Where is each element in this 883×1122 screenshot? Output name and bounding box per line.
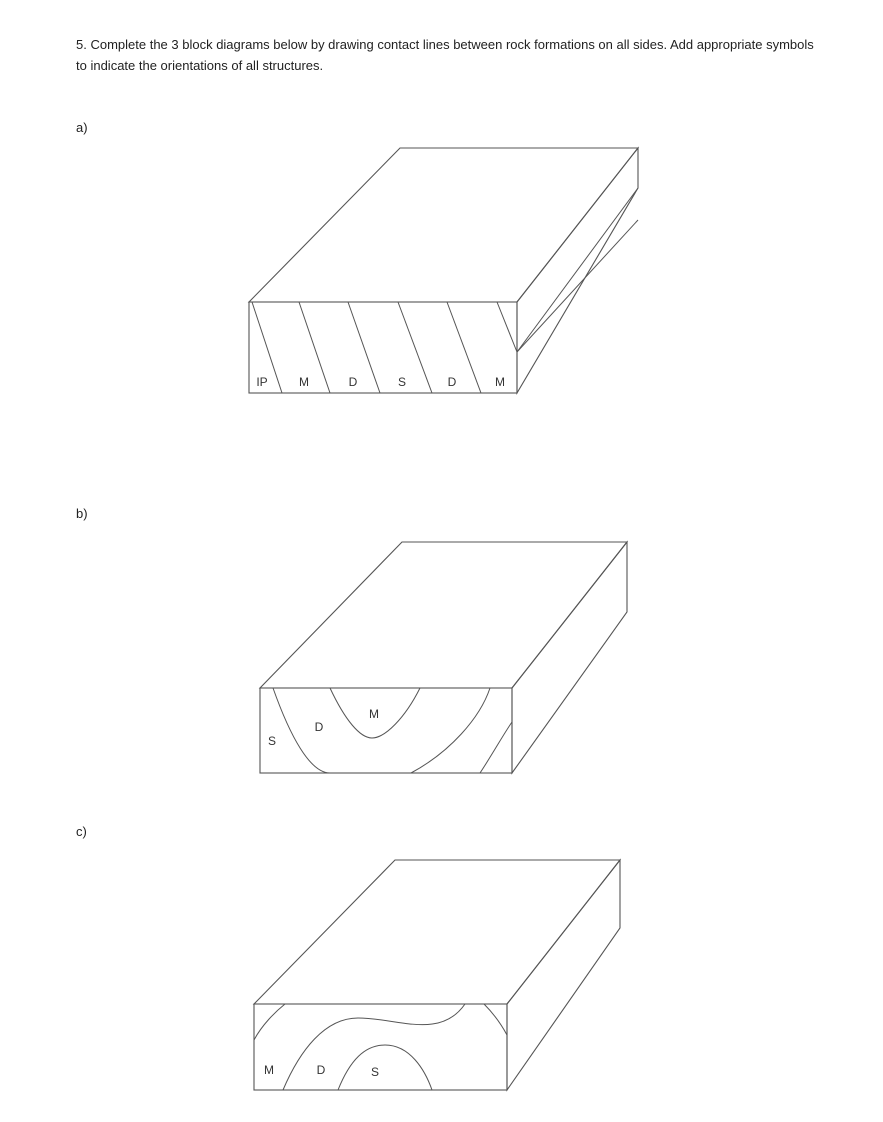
block-a-front-face	[248, 301, 518, 394]
block-a-side-contact-upper	[516, 187, 639, 353]
block-b-outer-contact-corner	[479, 721, 513, 774]
block-a-unit-label: S	[398, 375, 406, 389]
block-a-contact-2	[298, 301, 331, 394]
block-b-unit-label: D	[315, 720, 324, 734]
block-a-unit-label: M	[299, 375, 309, 389]
part-b-label: b)	[76, 506, 88, 521]
block-b-unit-label: S	[268, 734, 276, 748]
block-a-top-face	[247, 147, 640, 303]
block-diagram-c: M D S	[252, 858, 622, 1092]
block-b-outer-contact-left	[272, 687, 331, 774]
part-a-label: a)	[76, 120, 88, 135]
block-diagram-a: IP M D S D M	[247, 146, 640, 396]
block-b-unit-label: M	[369, 707, 379, 721]
block-a-contact-1	[251, 301, 283, 394]
block-c-middle-contact	[282, 1003, 466, 1091]
block-c-unit-label: S	[371, 1065, 379, 1079]
block-b-side-face	[511, 540, 628, 775]
block-b-outer-contact-right	[410, 687, 491, 774]
block-a-unit-label: IP	[256, 375, 267, 389]
block-c-inner-contact	[337, 1044, 433, 1091]
block-diagram-b: S D M	[258, 540, 629, 775]
block-a-contact-3	[347, 301, 381, 394]
block-a-unit-label: D	[349, 375, 358, 389]
block-b-front-face	[259, 687, 513, 774]
block-a-contact-6	[496, 301, 518, 353]
part-c-label: c)	[76, 824, 87, 839]
block-c-outer-contact-right	[483, 1003, 508, 1036]
block-a-unit-label: M	[495, 375, 505, 389]
block-a-contact-5	[446, 301, 482, 394]
block-a-unit-label: D	[448, 375, 457, 389]
block-c-side-face	[506, 858, 621, 1092]
block-c-front-face	[253, 1003, 508, 1091]
block-c-unit-label: D	[317, 1063, 326, 1077]
question-text: 5. Complete the 3 block diagrams below b…	[76, 37, 814, 73]
block-c-unit-label: M	[264, 1063, 274, 1077]
block-a-contact-4	[397, 301, 433, 394]
block-a-side-contact	[516, 219, 639, 353]
block-b-inner-contact	[329, 687, 421, 739]
block-c-top-face	[252, 859, 622, 1005]
block-c-outer-contact-left	[253, 1003, 286, 1041]
block-b-top-face	[258, 541, 629, 689]
